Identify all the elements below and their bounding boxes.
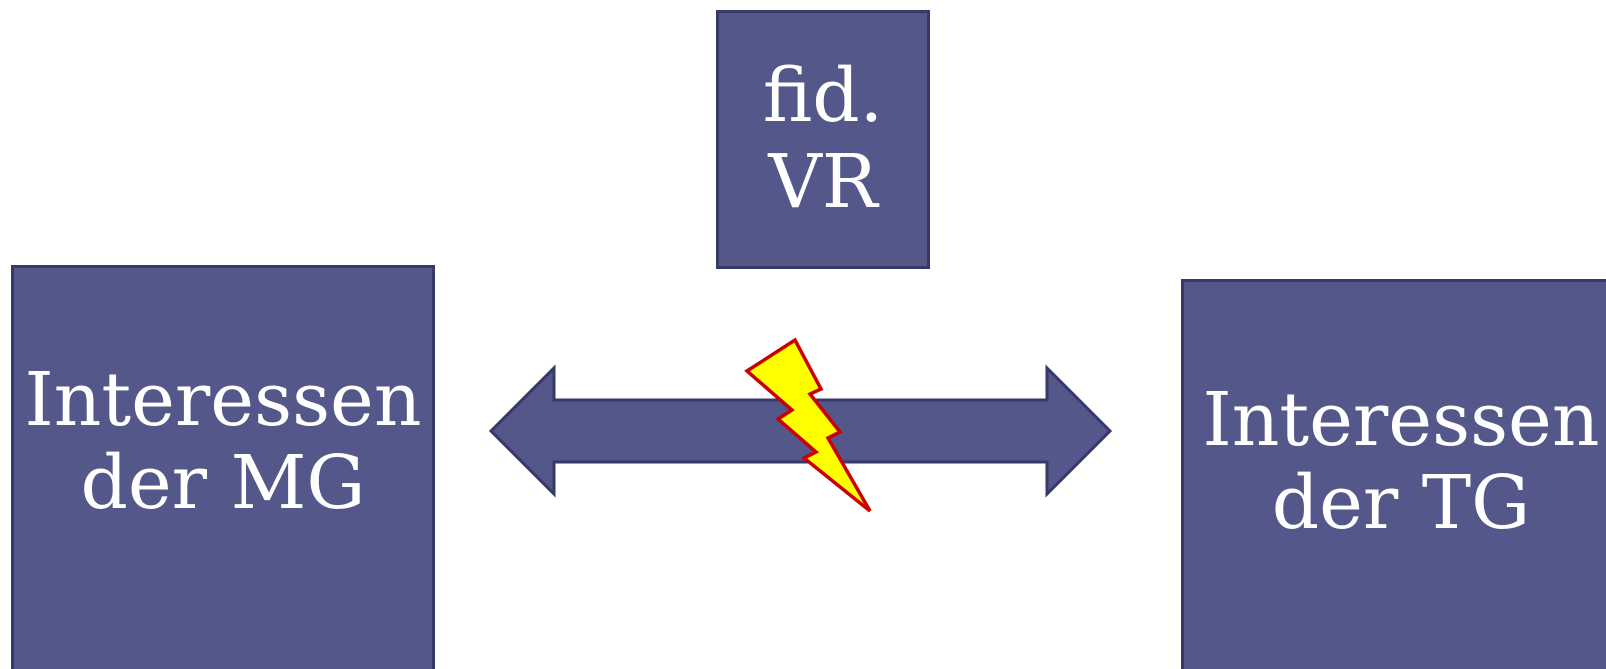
node-interests-tg-line-2: der TG xyxy=(1271,460,1531,546)
node-fiduciary-vr: fid. VR xyxy=(716,10,930,269)
node-interests-mg-line-1: Interessen xyxy=(24,357,422,444)
node-interests-mg: Interessen der MG xyxy=(11,265,435,669)
node-fiduciary-vr-line-1: fid. xyxy=(762,52,884,139)
lightning-bolt-icon xyxy=(744,337,872,513)
node-interests-mg-line-2: der MG xyxy=(80,440,366,526)
node-interests-tg: Interessen der TG xyxy=(1181,279,1606,669)
node-interests-tg-line-1: Interessen xyxy=(1202,377,1600,464)
node-fiduciary-vr-line-2: VR xyxy=(768,138,878,225)
